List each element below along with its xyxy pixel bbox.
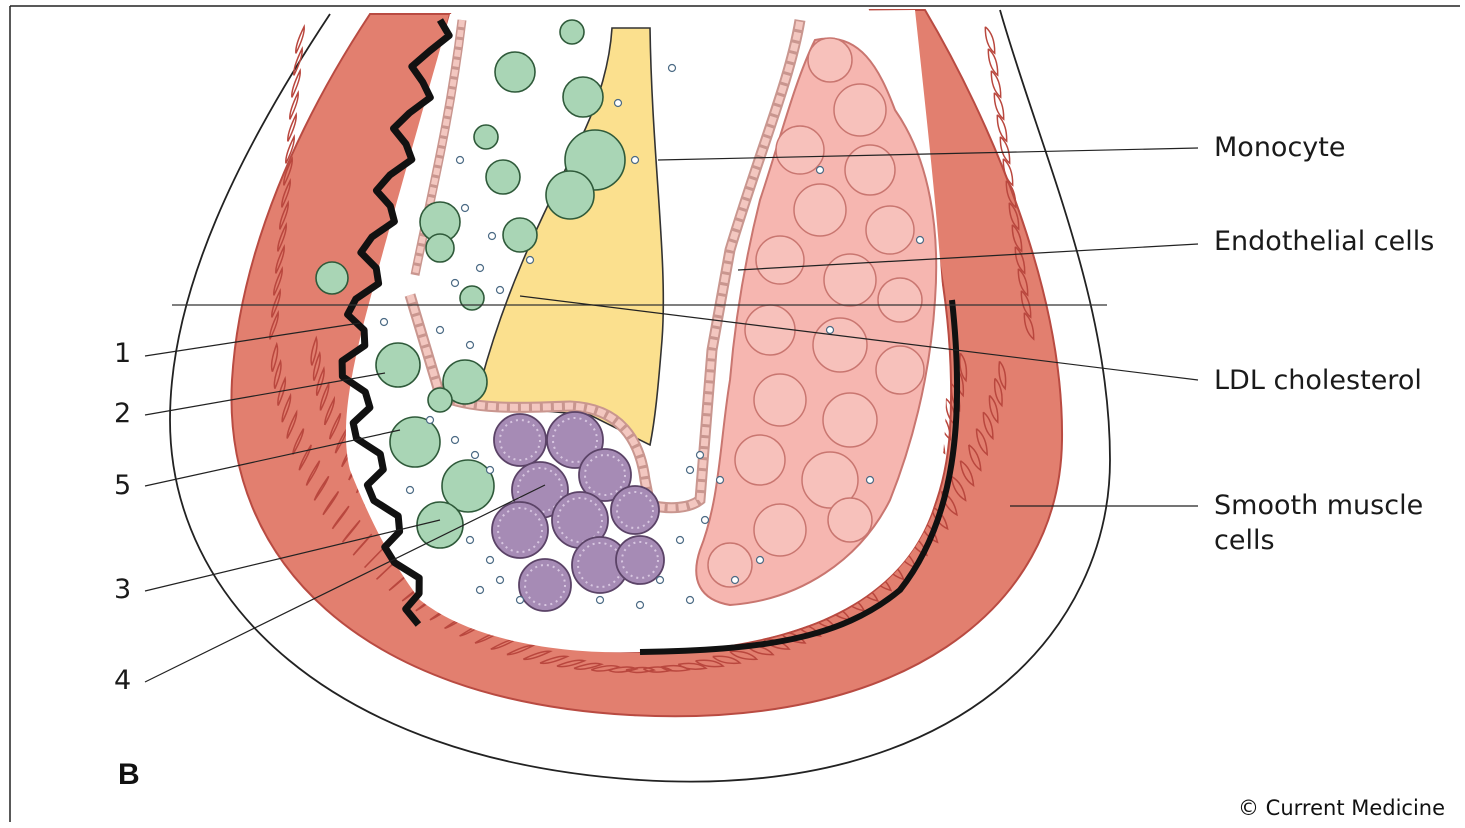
panel-letter: B — [118, 758, 140, 792]
ldl-particle — [487, 557, 494, 564]
monocyte — [503, 218, 537, 252]
macrophage — [519, 559, 571, 611]
muscle-cell — [988, 49, 997, 75]
ldl-particle — [489, 233, 496, 240]
ldl-particle — [687, 467, 694, 474]
ldl-particle — [917, 237, 924, 244]
monocyte — [316, 262, 348, 294]
macrophage — [492, 502, 548, 558]
monocyte — [376, 343, 420, 387]
muscle-cell — [296, 27, 304, 54]
number-2: 2 — [114, 398, 131, 429]
monocyte — [390, 417, 440, 467]
ldl-particle — [517, 597, 524, 604]
foam-cell — [794, 184, 846, 236]
macrophage — [611, 486, 659, 534]
macrophage — [616, 536, 664, 584]
ldl-particle — [467, 537, 474, 544]
label-ldl-cholesterol: LDL cholesterol — [1214, 364, 1422, 398]
ldl-particle — [467, 342, 474, 349]
ldl-particle — [457, 157, 464, 164]
ldl-particle — [381, 319, 388, 326]
monocyte — [460, 286, 484, 310]
ldl-particle — [615, 100, 622, 107]
muscle-cell — [292, 71, 300, 98]
ldl-particle — [677, 537, 684, 544]
monocyte — [486, 160, 520, 194]
ldl-particle — [437, 327, 444, 334]
foam-cell — [776, 126, 824, 174]
ldl-particle — [597, 597, 604, 604]
foam-cell — [828, 498, 872, 542]
muscle-cell — [1000, 137, 1009, 163]
ldl-particle — [452, 280, 459, 287]
foam-cell — [708, 543, 752, 587]
ldl-particle — [817, 167, 824, 174]
copyright-credit: © Current Medicine — [1238, 796, 1445, 820]
number-4: 4 — [114, 665, 131, 696]
foam-cell — [834, 84, 886, 136]
muscle-cell — [290, 93, 298, 120]
ldl-particle — [697, 452, 704, 459]
ldl-particle — [462, 205, 469, 212]
muscle-cell — [294, 49, 302, 76]
foam-cell — [866, 206, 914, 254]
monocyte — [546, 171, 594, 219]
ldl-particle — [637, 602, 644, 609]
foam-cell — [754, 374, 806, 426]
label-monocyte: Monocyte — [1214, 131, 1345, 165]
foam-cell — [756, 236, 804, 284]
muscle-cell — [997, 115, 1006, 141]
ldl-particle — [407, 487, 414, 494]
foam-cell — [808, 38, 852, 82]
monocyte — [417, 502, 463, 548]
ldl-particle — [497, 287, 504, 294]
muscle-cell — [991, 71, 1000, 97]
label-smooth-muscle-cells: cells — [1214, 524, 1275, 558]
muscle-cell — [994, 93, 1003, 119]
ldl-particle — [452, 437, 459, 444]
monocyte — [560, 20, 584, 44]
ldl-particle — [477, 587, 484, 594]
number-5: 5 — [114, 470, 131, 501]
foam-cell — [754, 504, 806, 556]
monocyte — [426, 234, 454, 262]
ldl-particle — [632, 157, 639, 164]
ldl-particle — [472, 452, 479, 459]
monocyte — [428, 388, 452, 412]
ldl-particle — [757, 557, 764, 564]
ldl-particle — [657, 577, 664, 584]
foam-cell — [878, 278, 922, 322]
ldl-particle — [427, 417, 434, 424]
number-1: 1 — [114, 338, 131, 369]
monocyte — [474, 125, 498, 149]
ldl-particle — [487, 467, 494, 474]
ldl-particle — [477, 265, 484, 272]
number-3: 3 — [114, 574, 131, 605]
ldl-particle — [867, 477, 874, 484]
label-smooth-muscle: Smooth muscle — [1214, 489, 1423, 523]
ldl-particle — [669, 65, 676, 72]
monocyte — [495, 52, 535, 92]
ldl-particle — [497, 577, 504, 584]
ldl-particle — [702, 517, 709, 524]
ldl-particle — [687, 597, 694, 604]
monocyte — [563, 77, 603, 117]
ldl-particle — [527, 257, 534, 264]
macrophage — [494, 414, 546, 466]
muscle-cell — [985, 27, 994, 53]
foam-cell — [745, 305, 795, 355]
ldl-particle — [717, 477, 724, 484]
foam-cell — [845, 145, 895, 195]
foam-cell — [823, 393, 877, 447]
ldl-particle — [827, 327, 834, 334]
foam-cell — [813, 318, 867, 372]
label-endothelial-cells: Endothelial cells — [1214, 225, 1434, 259]
foam-cell — [824, 254, 876, 306]
foam-cell — [735, 435, 785, 485]
muscle-cell — [288, 115, 296, 142]
ldl-particle — [732, 577, 739, 584]
foam-cell — [876, 346, 924, 394]
